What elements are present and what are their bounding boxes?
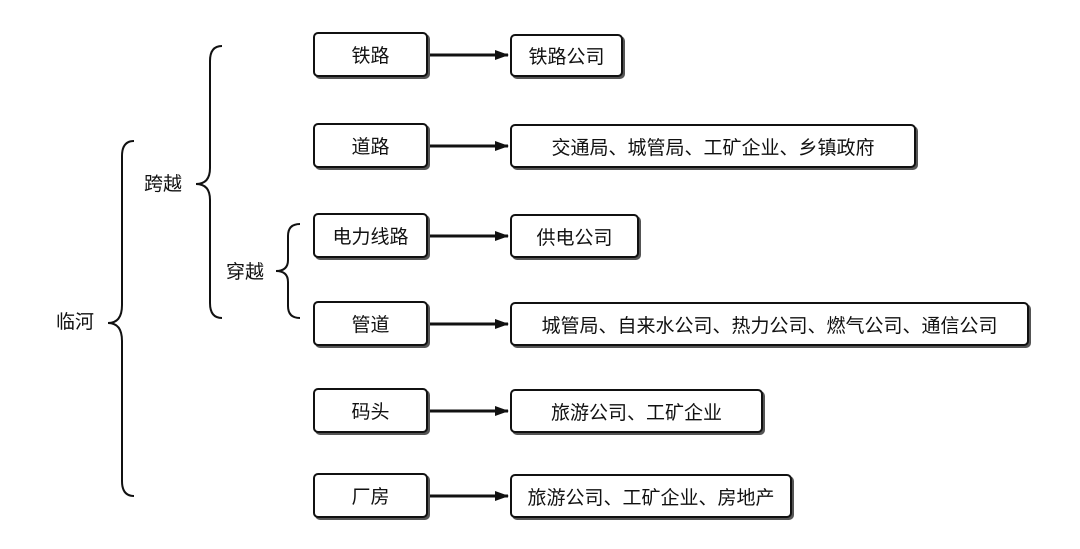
node-dianli: 电力线路: [313, 213, 428, 258]
kuayue-label: 跨越: [144, 173, 183, 195]
node-tielu: 铁路: [313, 32, 428, 77]
node-daolu: 道路: [313, 123, 428, 168]
target-changfang: 旅游公司、工矿企业、房地产: [510, 474, 792, 518]
target-tielu: 铁路公司: [510, 34, 623, 77]
target-dianli: 供电公司: [510, 214, 639, 258]
target-daolu: 交通局、城管局、工矿企业、乡镇政府: [510, 124, 916, 168]
root-brace: [107, 140, 135, 497]
kuayue-brace: [195, 45, 223, 319]
node-guandao: 管道: [313, 301, 428, 346]
node-matou: 码头: [313, 388, 428, 433]
chuanyue-brace: [275, 223, 301, 319]
target-guandao: 城管局、自来水公司、热力公司、燃气公司、通信公司: [510, 302, 1029, 346]
chuanyue-label: 穿越: [226, 261, 265, 283]
target-matou: 旅游公司、工矿企业: [510, 389, 763, 433]
node-changfang: 厂房: [313, 473, 428, 518]
root-label: 临河: [56, 311, 95, 333]
